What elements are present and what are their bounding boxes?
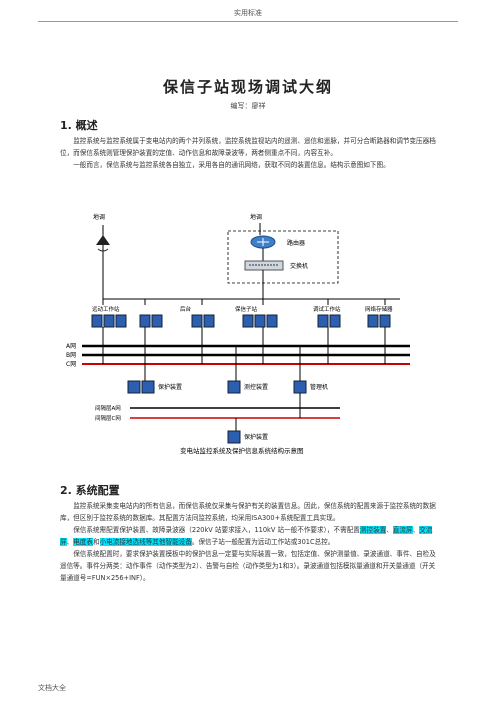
bottom-device-protection: 保护装置 — [158, 383, 182, 391]
header-divider — [38, 21, 458, 22]
last-device-label: 保护装置 — [244, 433, 268, 441]
device-label-debug-ws: 调试工作站 — [313, 305, 341, 313]
section-2-body: 监控系统采集变电站内的所有信息，而保信系统仅采集与保护有关的装置信息。因此，保信… — [60, 500, 440, 584]
left-top-label: 地调 — [93, 213, 105, 221]
device-label-substation: 保信子站 — [235, 305, 258, 313]
antenna-icon — [96, 225, 110, 305]
document-title: 保信子站现场调试大纲 — [162, 78, 333, 96]
section-1-paragraph-1: 监控系统与监控系统属于变电站内的两个并列系统，监控系统监视站内的遥测、遥信和遥脉… — [60, 137, 436, 157]
network-label-a: A网 — [66, 343, 76, 350]
device-label-backend: 后台 — [180, 305, 192, 313]
bottom-device-measure: 测控装置 — [244, 383, 268, 391]
p2-sep: 和 — [92, 538, 100, 546]
sub-network-a-label: 间隔层A网 — [95, 404, 121, 412]
section-2-paragraph-1: 监控系统采集变电站内的所有信息，而保信系统仅采集与保护有关的装置信息。因此，保信… — [60, 502, 436, 522]
highlight-dc: 直流屏 — [392, 526, 413, 534]
highlight-meter: 电度表 — [73, 538, 93, 546]
section-1-body: 监控系统与监控系统属于变电站内的两个并列系统，监控系统监视站内的遥测、遥信和遥脉… — [60, 135, 440, 171]
section-2-paragraph-3: 保信系统配置时，要求保护装置模板中的保护信息一定要与实际装置一致，包括定值、保护… — [60, 550, 436, 582]
switch-label: 交换机 — [290, 262, 308, 270]
highlight-others: 小电流接地选线等其他智能设备 — [99, 538, 192, 546]
last-device-icon — [227, 430, 241, 444]
page-header: 实用标准 — [234, 9, 262, 17]
network-label-c: C网 — [66, 361, 76, 368]
network-boundary — [227, 230, 339, 284]
system-structure-diagram: 地调 地调 路由器 交换机 远动工作站 后台 保信子站 调试工作站 网络存储器 … — [66, 213, 410, 455]
network-label-b: B网 — [66, 352, 76, 359]
section-2-paragraph-2: 保信系统需配置保护装置、故障录波器（220kV 站要求接入，110kV 站一般不… — [60, 524, 440, 548]
page-footer: 文档大全 — [38, 684, 66, 692]
section-2-heading: 2. 系统配置 — [60, 484, 120, 497]
section-1-heading: 1. 概述 — [60, 119, 98, 132]
p2-sep: 、 — [412, 526, 420, 534]
highlight-measure: 测控装置 — [359, 526, 387, 534]
diagram-caption: 变电站监控系统及保护信息系统结构示意图 — [180, 446, 304, 455]
device-label-nas: 网络存储器 — [365, 305, 393, 313]
sub-network-c-label: 间隔层C网 — [95, 414, 121, 422]
router-label: 路由器 — [287, 239, 305, 247]
p2-sep: 、 — [386, 526, 393, 534]
section-1-paragraph-2: 一般而言，保信系统与监控系统各自独立，采用各自的通讯网络，获取不同的装置信息。结… — [73, 161, 390, 169]
document-author: 编写：廖祥 — [230, 102, 266, 110]
p2-sep: 、 — [66, 538, 74, 546]
router-icon — [250, 235, 276, 249]
p2-post: 。保信子站一般配置为远动工作站或301C总控。 — [191, 538, 335, 546]
bottom-device-manager: 管理机 — [310, 383, 328, 391]
p2-pre: 保信系统需配置保护装置、故障录波器（220kV 站要求接入，110kV 站一般不… — [73, 526, 360, 534]
top-device-icons — [91, 314, 391, 328]
device-label-remote-ws: 远动工作站 — [92, 305, 120, 313]
switch-icon — [244, 260, 284, 271]
bottom-device-icons — [127, 380, 307, 394]
top-label: 地调 — [250, 213, 262, 221]
